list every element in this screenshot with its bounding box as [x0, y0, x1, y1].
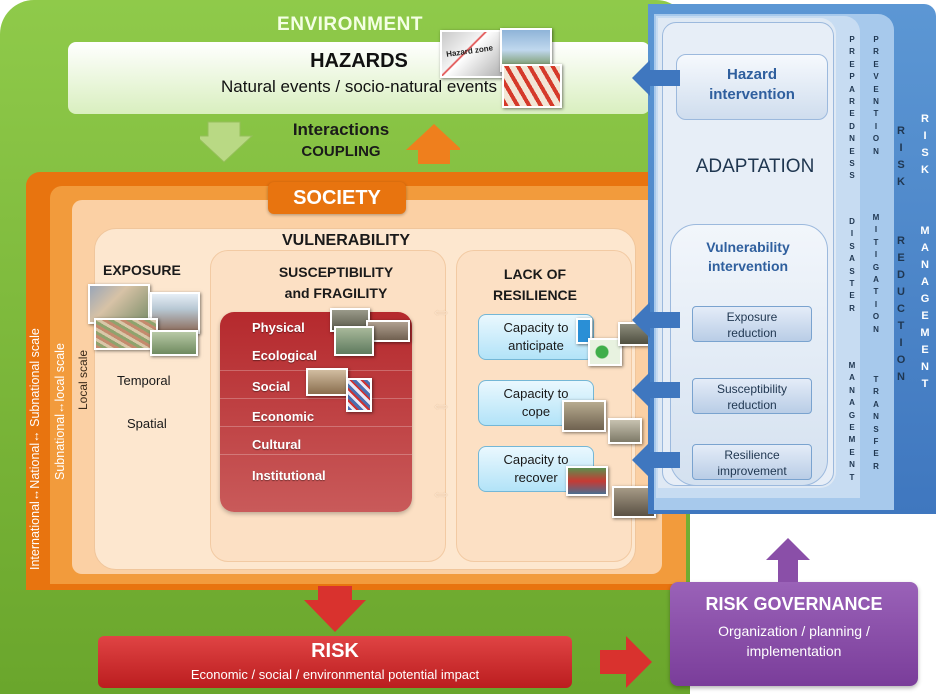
capacity-anticipate-line2: anticipate [508, 338, 564, 353]
environment-title: ENVIRONMENT [277, 14, 423, 35]
susceptibility-title-line1: SUSCEPTIBILITY [278, 264, 394, 280]
cleanup-photo [562, 400, 606, 432]
exposure-reduction-line2: reduction [727, 326, 777, 340]
susceptibility-reduction-line2: reduction [727, 398, 777, 412]
factor-cultural: Cultural [252, 437, 302, 452]
blue-arrows [632, 60, 680, 478]
interactions-text: Interactions [292, 120, 390, 139]
susceptibility-reduction-box: Susceptibility reduction [692, 378, 812, 414]
susceptibility-reduction-arrow [632, 372, 680, 408]
vulnerability-intervention-line2: intervention [707, 258, 789, 274]
exposure-reduction-line1: Exposure [726, 310, 778, 324]
scale-label-international: International↔National↔ Subnational scal… [28, 328, 42, 570]
fragility-factors-stack: Physical Ecological Social Economic Cult… [220, 312, 412, 512]
interactions-label: Interactions COUPLING [266, 120, 416, 160]
hazard-intervention-line2: intervention [709, 86, 795, 103]
factor-ecological: Ecological [252, 348, 318, 363]
resilience-improvement-box: Resilience improvement [692, 444, 812, 480]
resilience-improvement-line2: improvement [717, 464, 787, 478]
flood-photo [502, 64, 562, 108]
capacity-recover-line1: Capacity to [503, 452, 569, 467]
resilience-title-line2: RESILIENCE [492, 287, 577, 303]
capacity-recover-line2: recover [514, 470, 558, 485]
capacity-anticipate-box: Capacity to anticipate [478, 314, 594, 360]
hazards-box: HAZARDS Natural events / socio-natural e… [68, 42, 650, 114]
scale-label-local: Local scale [76, 349, 90, 410]
risk-governance-box: RISK GOVERNANCE Organization / planning … [670, 582, 918, 686]
factor-physical: Physical [252, 320, 305, 335]
governance-up-arrow [766, 538, 810, 582]
hazards-subtitle: Natural events / socio-natural events [221, 77, 497, 96]
river-town-photo [150, 330, 198, 356]
warning-sign-photo [576, 318, 592, 344]
exposure-title: EXPOSURE [103, 262, 181, 278]
coupling-text: COUPLING [301, 143, 381, 160]
vulnerability-intervention-card [670, 224, 828, 486]
hazard-intervention-line1: Hazard [726, 66, 778, 83]
exposure-reduction-box: Exposure reduction [692, 306, 812, 342]
society-title: SOCIETY [268, 182, 406, 214]
vulnerability-intervention-line1: Vulnerability [706, 239, 790, 255]
risk-right-arrow [600, 636, 652, 688]
hazard-intervention-arrow [632, 60, 680, 96]
resilience-title: LACK OF RESILIENCE [470, 264, 600, 306]
mountain-town-photo [150, 292, 200, 334]
susceptibility-reduction-line1: Susceptibility [716, 382, 788, 396]
interaction-arrows [200, 121, 460, 164]
risk-down-arrow [304, 586, 366, 632]
city-aerial-photo [88, 284, 150, 324]
susceptibility-title-line2: and FRAGILITY [284, 285, 388, 301]
factor-social: Social [252, 379, 291, 394]
risk-governance-line2: implementation [746, 643, 842, 659]
hazard-sign-text: Hazard zone [445, 43, 494, 59]
risk-governance-line1: Organization / planning / [718, 623, 870, 639]
people-photo [306, 368, 348, 396]
capacity-anticipate-line1: Capacity to [503, 320, 569, 335]
resilience-improvement-arrow [632, 442, 680, 478]
factor-institutional: Institutional [252, 468, 326, 483]
vulnerability-intervention-title: Vulnerability intervention [676, 238, 820, 276]
temporal-label: Temporal [117, 373, 171, 388]
susceptibility-title: SUSCEPTIBILITY and FRAGILITY [256, 262, 416, 304]
up-arrow [406, 124, 460, 164]
exchange-arrow-2: ⇔ [430, 392, 452, 417]
settlement-photo [94, 318, 158, 350]
poster-photo [346, 378, 372, 412]
volunteers-photo [566, 466, 608, 496]
exposure-reduction-arrow [632, 302, 680, 338]
down-arrow [200, 121, 254, 163]
street-photo [608, 418, 642, 444]
adaptation-title: ADAPTATION [695, 156, 815, 177]
spatial-label: Spatial [127, 416, 167, 431]
risk-subtitle: Economic / social / environmental potent… [190, 667, 480, 682]
hazards-title: HAZARDS [310, 50, 408, 72]
exchange-arrow-3: ⇔ [430, 480, 452, 505]
vulnerability-title: VULNERABILITY [282, 232, 410, 249]
capacity-cope-box: Capacity to cope [478, 380, 594, 426]
scale-label-subnational: Subnational↔local scale [53, 343, 67, 480]
resilience-title-line1: LACK OF [503, 266, 567, 282]
capacity-cope-line1: Capacity to [503, 386, 569, 401]
flooded-area-photo [334, 326, 374, 356]
resilience-improvement-line1: Resilience [724, 448, 780, 462]
risk-box: RISK Economic / social / environmental p… [98, 636, 572, 688]
map-photo [588, 338, 622, 366]
risk-governance-title: RISK GOVERNANCE [705, 594, 883, 614]
hazard-sign-photo: Hazard zone [440, 30, 504, 78]
exchange-arrow-1: ⇔ [430, 298, 452, 323]
hazard-intervention-box: Hazard intervention [676, 54, 828, 120]
risk-title: RISK [311, 640, 359, 662]
factor-economic: Economic [252, 409, 315, 424]
capacity-cope-line2: cope [521, 404, 551, 419]
